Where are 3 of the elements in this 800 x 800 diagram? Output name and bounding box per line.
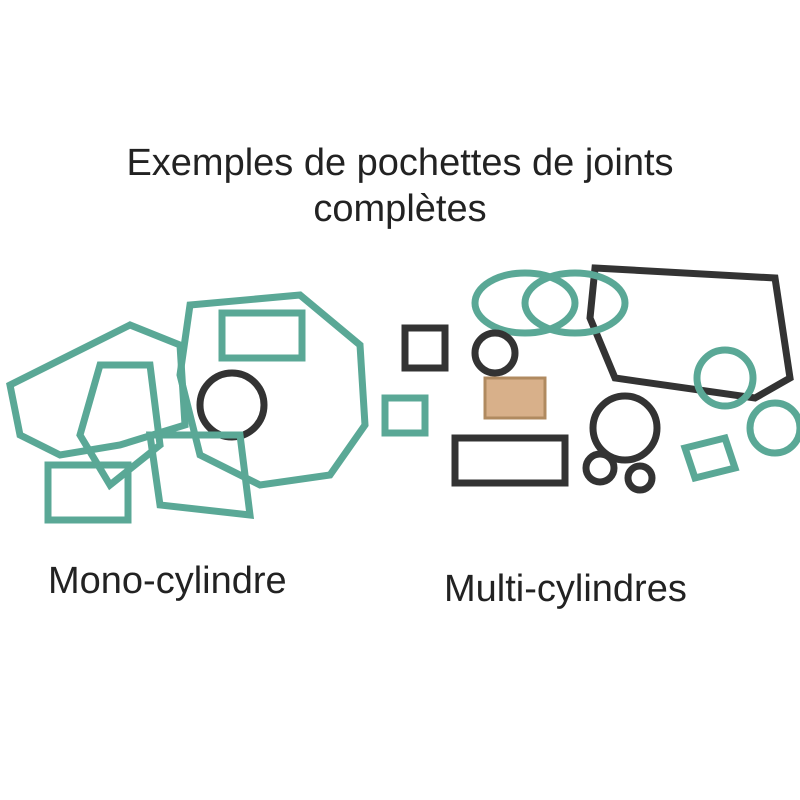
caption: Multi-cylindres <box>444 568 687 611</box>
title: Exemples de pochettes de joints complètes <box>125 141 675 232</box>
caption: Mono-cylindre <box>48 560 287 603</box>
